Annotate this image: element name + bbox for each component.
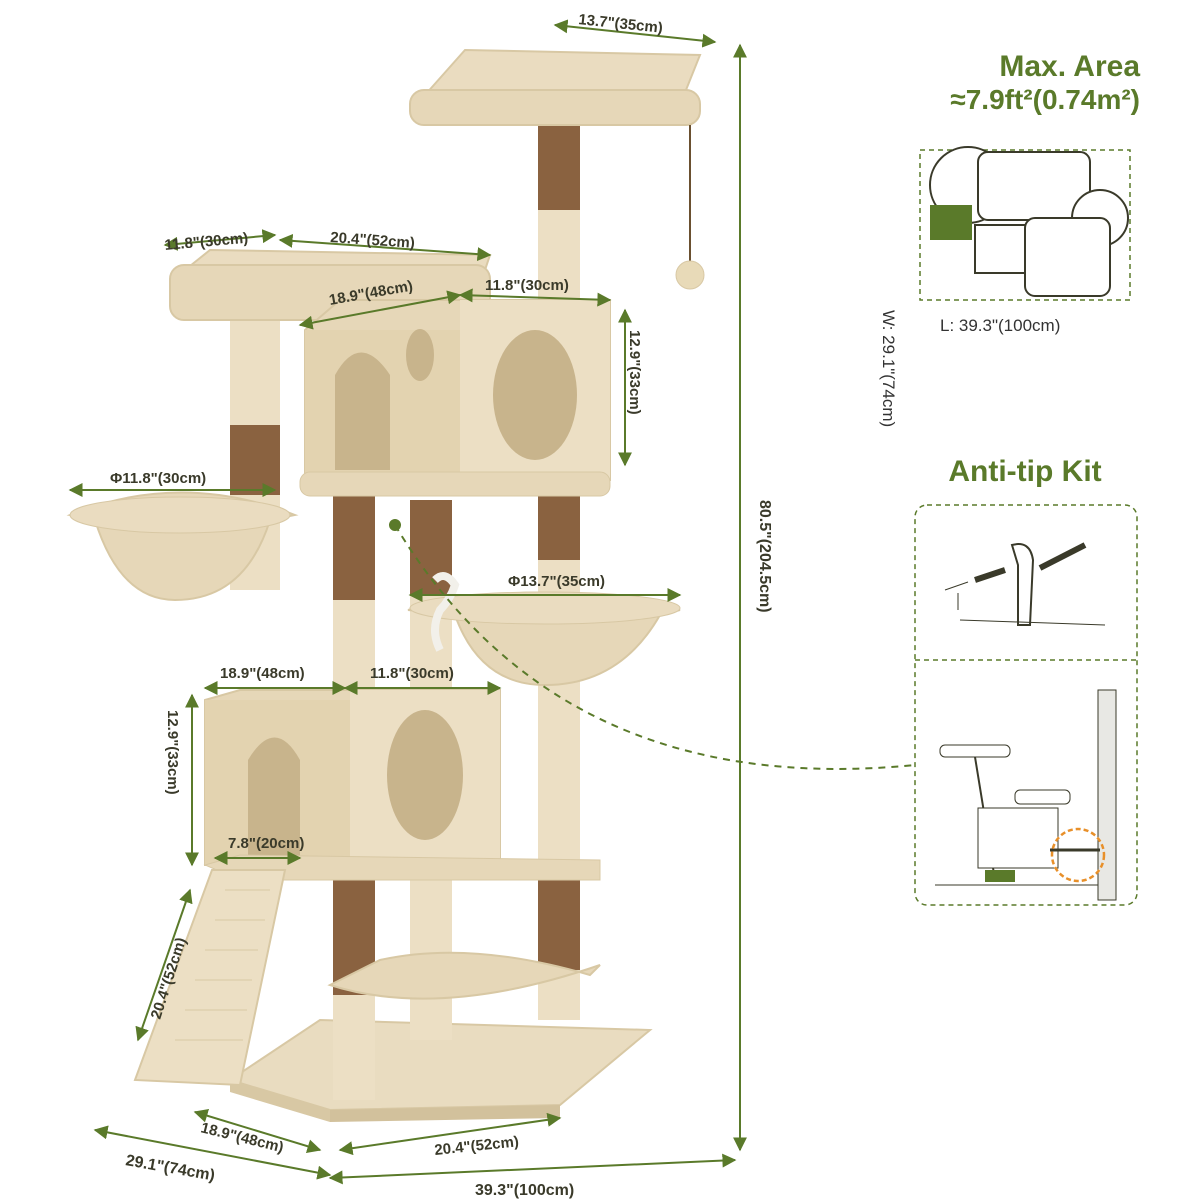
dim-base-depth: 18.9"(48cm) — [199, 1119, 285, 1156]
dim-lower-condo-width: 18.9"(48cm) — [220, 665, 305, 682]
max-area-value: ≈7.9ft²(0.74m²) — [950, 84, 1140, 115]
upper-condo — [299, 299, 611, 497]
max-area-length-label: L: 39.3"(100cm) — [940, 316, 1061, 335]
anti-tip-title: Anti-tip Kit — [948, 455, 1102, 488]
dim-upper-condo-height: 12.9"(33cm) — [626, 330, 643, 415]
left-basket — [66, 491, 299, 602]
max-area-title: Max. Area — [999, 50, 1140, 83]
max-area-width-label: W: 29.1"(74cm) — [879, 310, 898, 428]
ramp — [133, 869, 287, 1087]
dim-footprint-width: 39.3"(100cm) — [475, 1182, 574, 1199]
hammock — [327, 951, 601, 1000]
dim-base-width: 20.4"(52cm) — [434, 1133, 520, 1159]
anti-tip-panel — [914, 504, 1138, 906]
dimension-lines — [68, 19, 916, 1185]
dim-footprint-depth: 29.1"(74cm) — [124, 1152, 216, 1184]
top-perch — [409, 48, 705, 290]
dim-left-basket: Φ11.8"(30cm) — [110, 470, 206, 487]
dim-upper-condo-depth: 11.8"(30cm) — [485, 277, 569, 294]
dim-lower-condo-height: 12.9"(33cm) — [164, 710, 181, 795]
dim-right-basket: Φ13.7"(35cm) — [508, 573, 605, 590]
dim-lower-condo-depth: 11.8"(30cm) — [370, 665, 454, 682]
lower-condo — [203, 689, 601, 881]
max-area-panel — [919, 146, 1131, 301]
dim-ramp-width: 7.8"(20cm) — [228, 835, 304, 852]
dim-left-perch-width: 20.4"(52cm) — [330, 229, 416, 252]
dim-total-height: 80.5"(204.5cm) — [756, 500, 773, 613]
